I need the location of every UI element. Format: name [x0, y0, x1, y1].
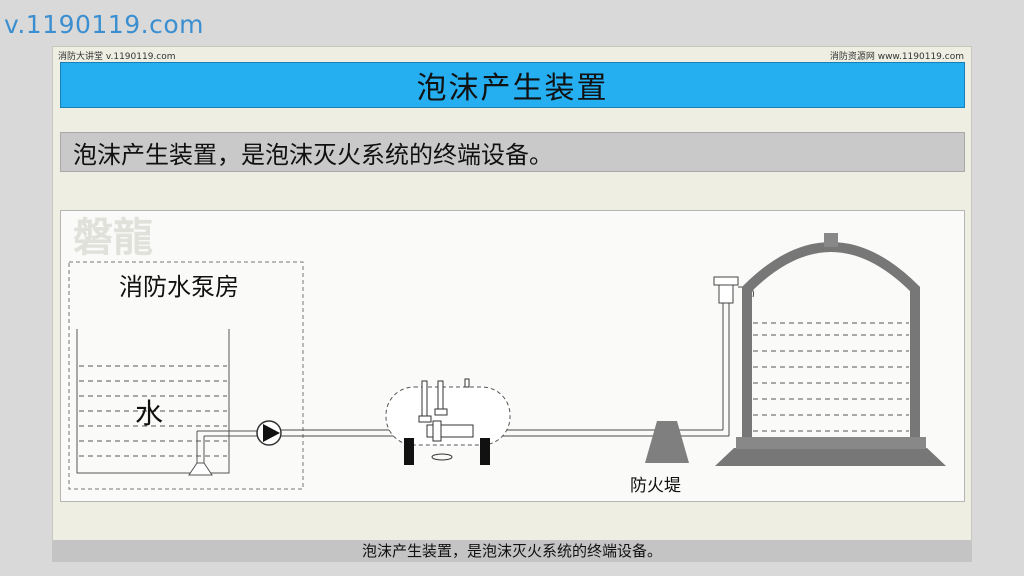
storage-tank	[715, 233, 946, 466]
foam-generator	[713, 276, 754, 304]
header-left-credit: 消防大讲堂 v.1190119.com	[58, 52, 176, 62]
slide-title: 泡沫产生装置	[60, 62, 965, 108]
foam-system-diagram: 磐龍 消防水泵房 水	[60, 210, 965, 502]
fire-pump	[256, 420, 282, 446]
logo-watermark: 磐龍	[73, 215, 153, 261]
dike-label: 防火堤	[630, 476, 681, 496]
fire-dike	[645, 421, 689, 463]
watermark-url: v.1190119.com	[4, 10, 204, 39]
diagram-drawing: 磐龍 消防水泵房 水	[68, 215, 946, 496]
subtitle-caption: 泡沫产生装置，是泡沫灭火系统的终端设备。	[52, 540, 972, 562]
header-right-credit: 消防资源网 www.1190119.com	[829, 52, 964, 62]
pump-room-boundary	[68, 261, 304, 490]
foam-proportioner-tank	[385, 378, 511, 465]
pump-room-label: 消防水泵房	[119, 273, 239, 301]
intro-text: 泡沫产生装置，是泡沫灭火系统的终端设备。	[60, 132, 965, 172]
water-tank	[76, 329, 230, 474]
slide: 消防大讲堂 v.1190119.com 消防资源网 www.1190119.co…	[52, 46, 972, 562]
suction-pipe	[188, 430, 257, 476]
water-label: 水	[135, 397, 163, 430]
